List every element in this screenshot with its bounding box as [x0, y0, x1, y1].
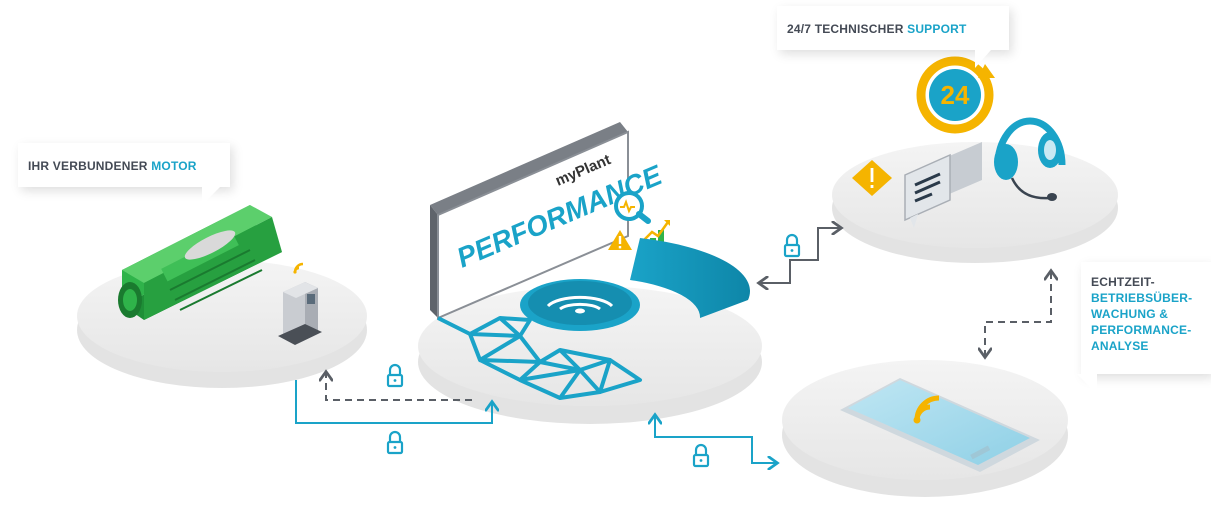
control-cabinet	[278, 282, 322, 345]
callout-monitoring-line: ECHTZEIT-	[1091, 275, 1155, 289]
callout-monitoring-line: ANALYSE	[1091, 339, 1149, 353]
callout-connected-motor: IHR VERBUNDENER MOTOR	[18, 143, 230, 205]
support-platform	[832, 142, 1118, 263]
callout-motor-prefix: IHR VERBUNDENER	[28, 159, 152, 173]
chat-icon	[904, 142, 982, 228]
callout-tail	[975, 50, 991, 68]
connector-motor-to-center	[295, 380, 492, 424]
lock-icon	[692, 443, 710, 468]
callout-tail	[202, 187, 220, 205]
network-mesh	[437, 316, 642, 400]
wifi-dish-icon	[520, 279, 640, 331]
smartphone-illustration	[840, 378, 1040, 472]
warning-icon	[608, 230, 632, 250]
connector-support-to-phone	[985, 272, 1051, 356]
monitor-illustration	[430, 122, 629, 320]
lock-icon	[783, 233, 801, 258]
callout-tail	[1077, 374, 1097, 394]
lock-icon	[386, 363, 404, 388]
lock-icon	[386, 430, 404, 455]
support-warning-icon	[852, 160, 892, 196]
motor-wifi-icon	[293, 262, 304, 274]
blue-arc	[630, 238, 750, 318]
callout-monitoring-line: WACHUNG &	[1091, 307, 1169, 321]
callout-monitoring-line: PERFORMANCE-	[1091, 323, 1192, 337]
callout-support-highlight: SUPPORT	[907, 22, 967, 36]
callout-support-prefix: 24/7 TECHNISCHER	[787, 22, 908, 36]
callout-technical-support: 24/7 TECHNISCHER SUPPORT	[777, 6, 1009, 68]
callout-monitoring-line: BETRIEBSÜBER-	[1091, 291, 1193, 305]
connector-center-to-support	[760, 228, 840, 283]
clock-24-icon	[916, 56, 995, 134]
callout-motor-highlight: MOTOR	[151, 159, 197, 173]
callout-realtime-monitoring: ECHTZEIT- BETRIEBSÜBER- WACHUNG & PERFOR…	[1077, 262, 1211, 394]
connector-center-to-motor	[326, 373, 472, 401]
phone-wifi-icon	[913, 395, 940, 424]
magnifier-icon	[614, 191, 651, 224]
motor-engine-illustration	[118, 205, 282, 320]
connector-center-to-phone	[655, 416, 776, 463]
central-platform	[418, 286, 762, 424]
headset-icon	[994, 117, 1066, 201]
support-badge-text: 24	[941, 80, 970, 110]
